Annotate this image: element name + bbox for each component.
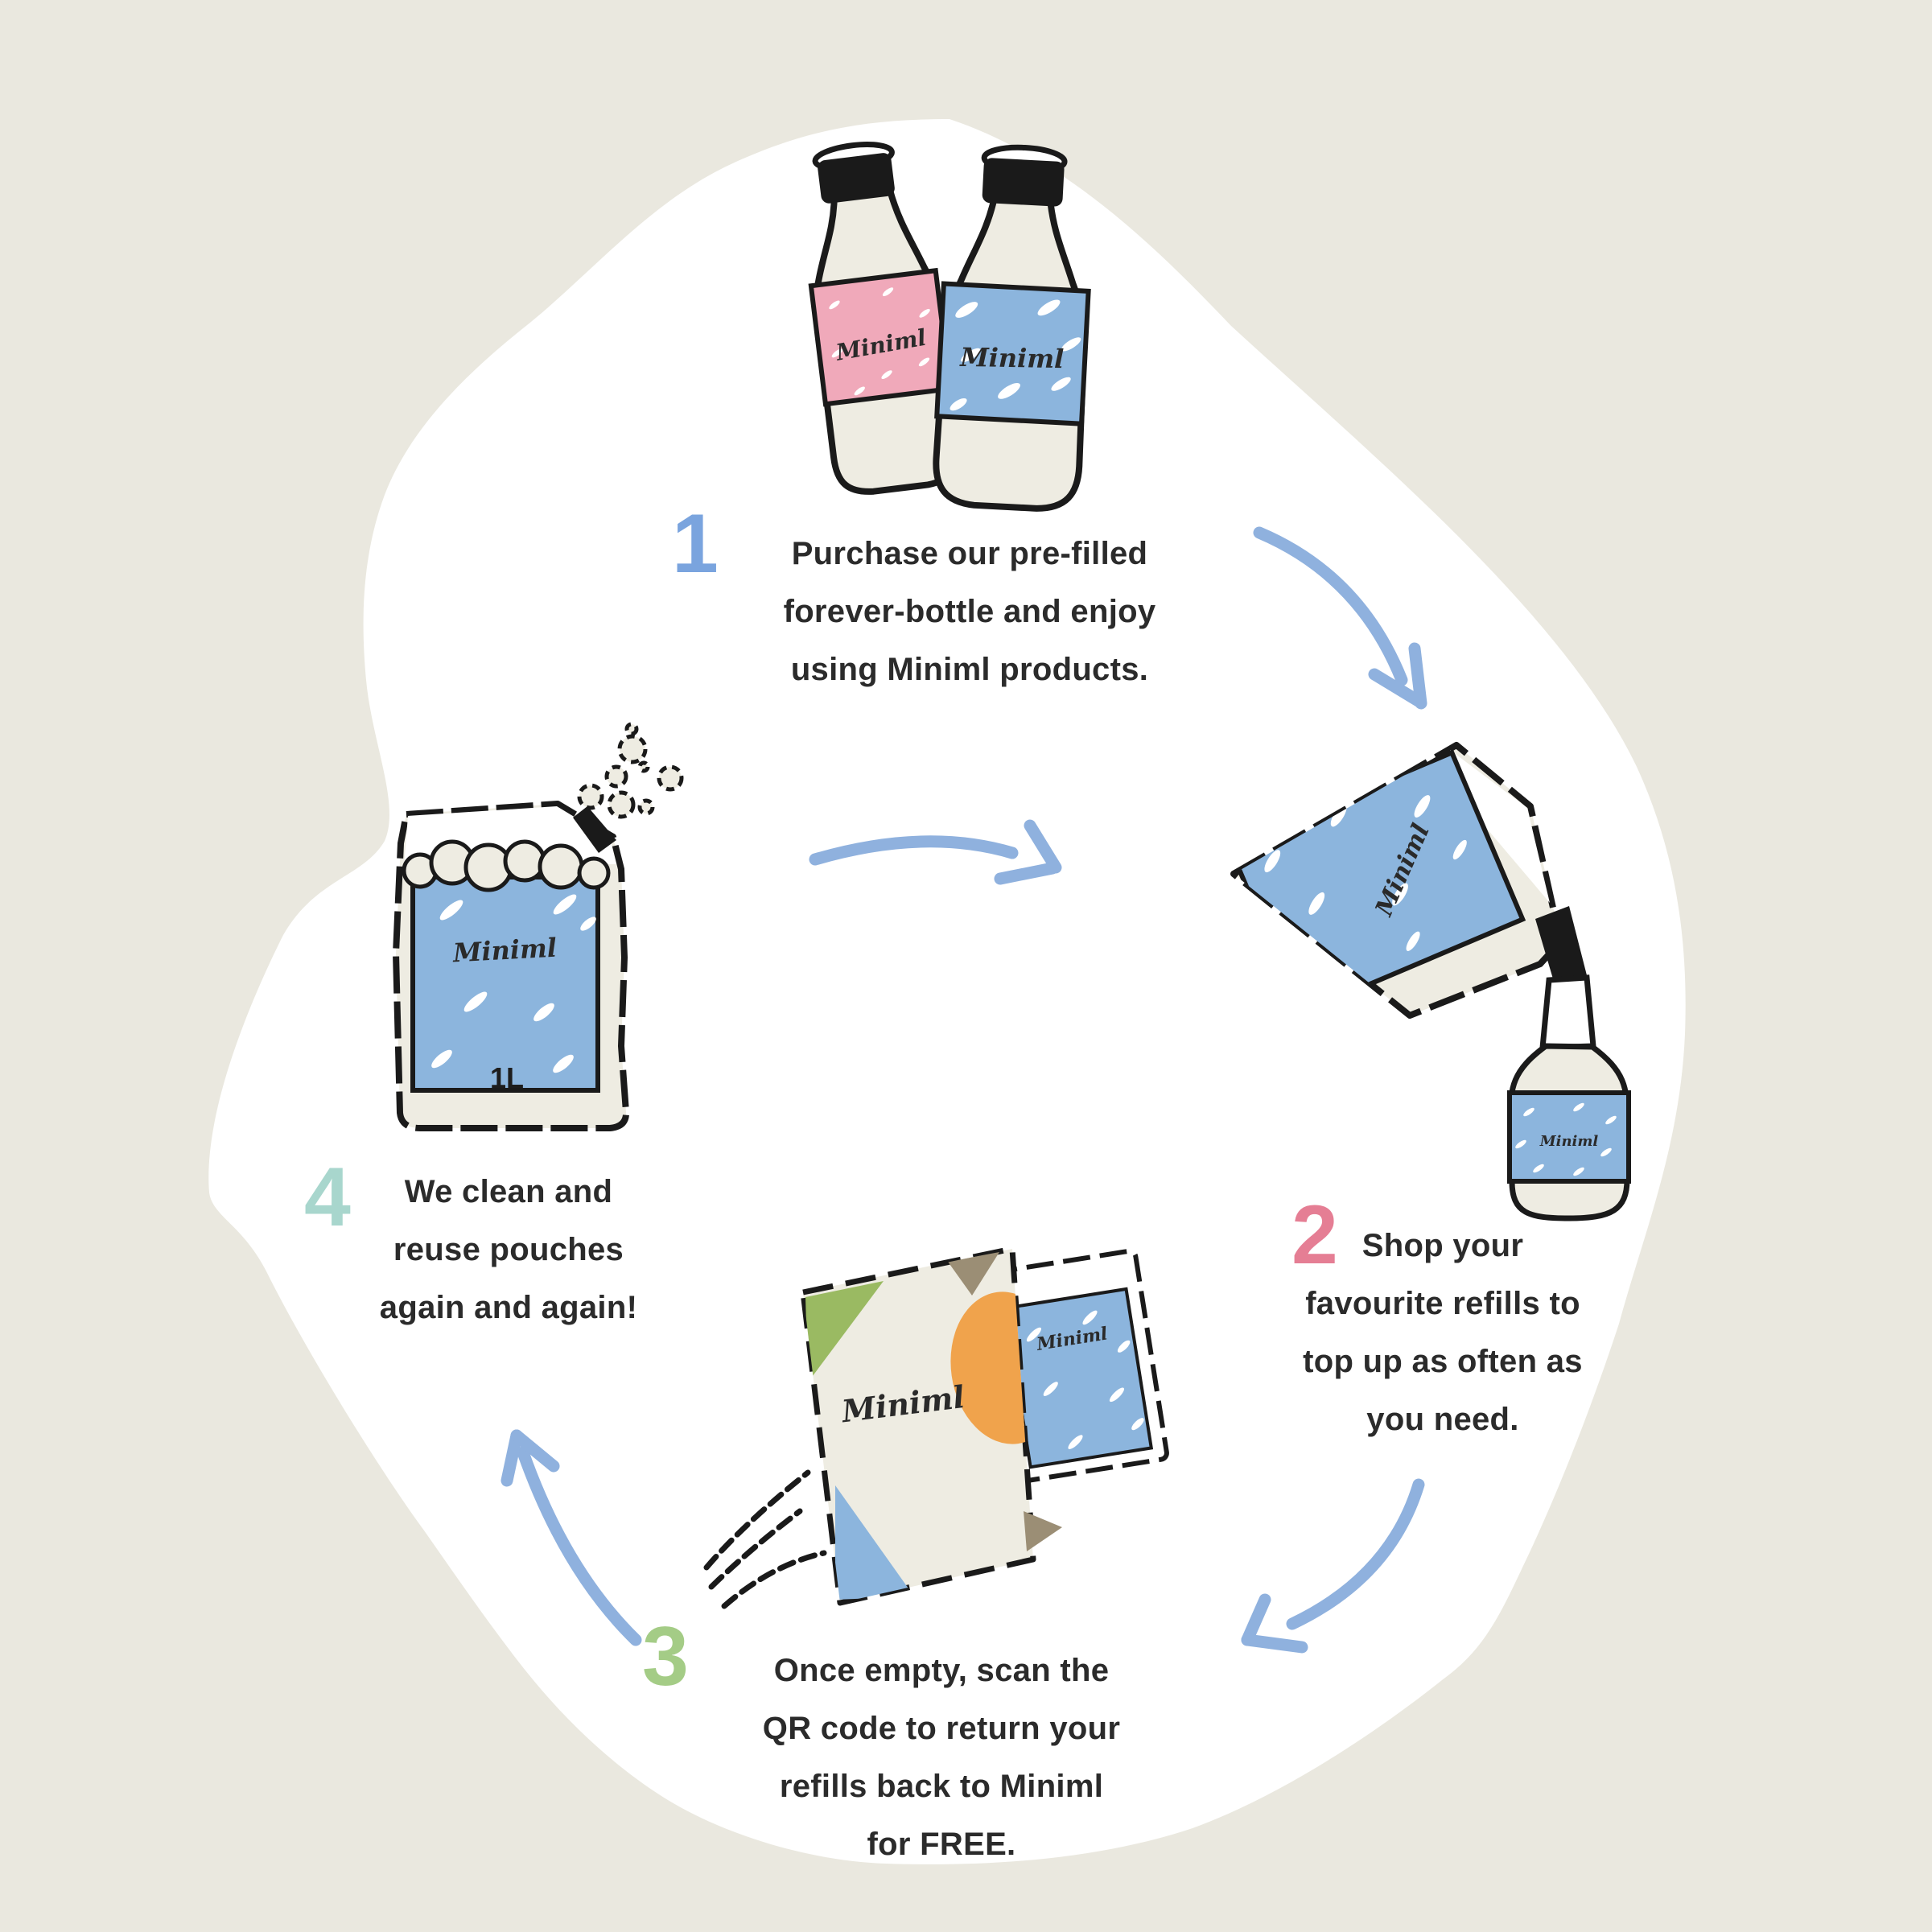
label-speckles (950, 299, 1081, 411)
refill-bottle: Miniml (1507, 974, 1631, 1221)
label-speckles (1026, 1310, 1144, 1449)
pouch-size-label: 1L (490, 1061, 524, 1094)
bottle-cap (982, 158, 1065, 207)
step-1-caption: Purchase our pre-filled forever-bottle a… (783, 536, 1156, 687)
return-envelope-illustration: Miniml Miniml (703, 1246, 1169, 1609)
step-4-number: 4 (304, 1151, 351, 1244)
arrow-step4-to-step2 (809, 819, 1062, 885)
bottle-blue: Miniml (933, 144, 1091, 512)
pouch-clean-illustration: Miniml 1L (393, 722, 684, 1131)
blob-background (208, 119, 1686, 1864)
cycle-arrows (501, 526, 1427, 1654)
label-speckles (1515, 1102, 1617, 1176)
arrow-step3-to-step4 (501, 1429, 642, 1646)
envelope-accents (805, 1252, 1033, 1600)
returned-pouch: Miniml (982, 1248, 1169, 1485)
step-3-caption: Once empty, scan the QR code to return y… (762, 1653, 1121, 1862)
brand-label: Miniml (1539, 1133, 1599, 1150)
motion-lines (703, 1469, 827, 1609)
step-2-number: 2 (1291, 1188, 1338, 1282)
step-3-number: 3 (642, 1610, 689, 1703)
arrow-step1-to-step2 (1253, 526, 1427, 710)
label-speckles (829, 287, 930, 396)
step-1-number: 1 (672, 497, 719, 591)
arrow-step2-to-step3 (1241, 1478, 1425, 1654)
pouch-spout (1535, 906, 1587, 990)
pouch-spout (573, 806, 616, 853)
step-2-caption: Shop your favourite refills to top up as… (1303, 1228, 1583, 1437)
step-4-caption: We clean and reuse pouches again and aga… (379, 1174, 638, 1325)
brand-label: Miniml (959, 342, 1065, 374)
foam-suds (402, 839, 611, 892)
bottle-pink: Miniml (808, 142, 959, 495)
bubbles (577, 722, 684, 819)
envelope-corner-flap (1024, 1511, 1062, 1551)
label-speckles (431, 894, 596, 1073)
forever-bottles-illustration: Miniml Miniml (808, 142, 1091, 512)
bottle-cap (818, 153, 895, 204)
brand-label: Miniml (451, 933, 558, 969)
